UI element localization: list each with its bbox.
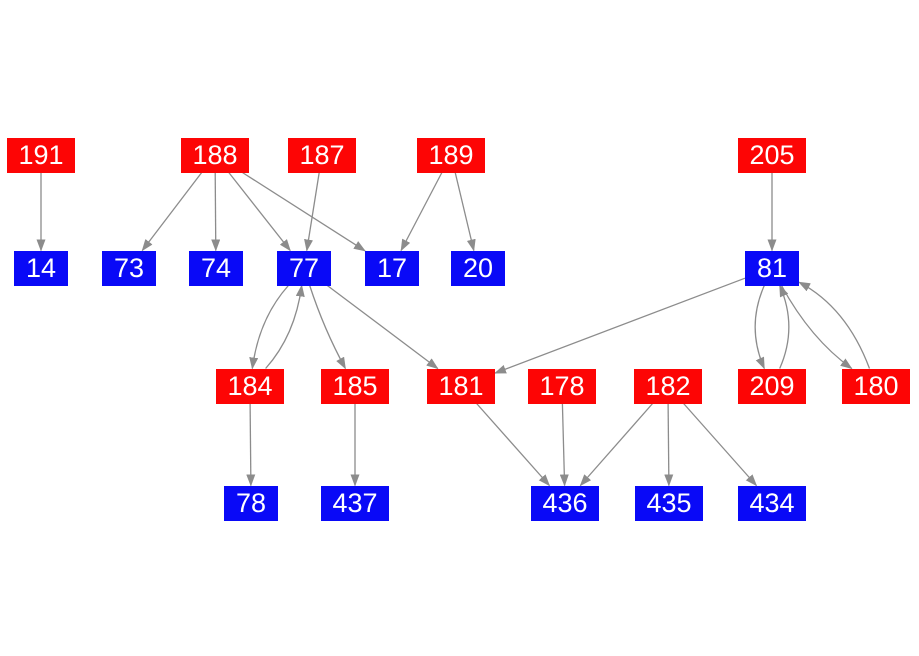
edge-188-73 [141,172,203,252]
edge-77-184 [249,285,289,370]
graph-node-14[interactable]: 14 [14,250,68,286]
graph-node-178[interactable]: 178 [528,368,596,404]
graph-node-181[interactable]: 181 [427,368,495,404]
graph-node-189[interactable]: 189 [417,137,485,173]
graph-node-78[interactable]: 78 [224,485,278,521]
graph-node-17[interactable]: 17 [365,250,419,286]
graph-node-180[interactable]: 180 [842,368,910,404]
edge-81-209 [754,285,765,370]
edge-188-17 [242,171,366,252]
edge-189-17 [400,172,443,252]
edge-180-81 [798,281,871,369]
edge-182-435 [664,403,674,487]
edge-184-78 [246,403,256,487]
graph-node-81[interactable]: 81 [745,250,799,286]
graph-node-184[interactable]: 184 [216,368,284,404]
graph-node-435[interactable]: 435 [635,485,703,521]
edge-182-436 [579,403,654,487]
edge-81-180 [780,285,853,370]
edge-187-77 [304,172,320,252]
edge-188-77 [228,172,291,252]
edge-181-436 [476,403,551,487]
edge-81-181 [494,277,746,374]
edge-209-81 [779,284,790,369]
edge-184-77 [265,284,305,369]
graph-node-437[interactable]: 437 [321,485,389,521]
graph-node-434[interactable]: 434 [738,485,806,521]
edge-77-181 [326,284,439,370]
graph-node-205[interactable]: 205 [738,137,806,173]
graph-node-182[interactable]: 182 [634,368,702,404]
graph-node-436[interactable]: 436 [531,485,599,521]
graph-node-73[interactable]: 73 [102,250,156,286]
edge-188-74 [211,172,221,252]
graph-node-209[interactable]: 209 [738,368,806,404]
edge-182-434 [683,403,758,487]
graph-node-188[interactable]: 188 [181,137,249,173]
graph-node-74[interactable]: 74 [189,250,243,286]
graph-node-187[interactable]: 187 [288,137,356,173]
graph-node-77[interactable]: 77 [277,250,331,286]
graph-node-20[interactable]: 20 [451,250,505,286]
edge-189-20 [454,172,476,252]
edge-group [36,171,871,487]
edge-77-185 [309,285,346,370]
edge-178-436 [559,403,569,487]
graph-node-191[interactable]: 191 [7,137,75,173]
graph-node-185[interactable]: 185 [321,368,389,404]
